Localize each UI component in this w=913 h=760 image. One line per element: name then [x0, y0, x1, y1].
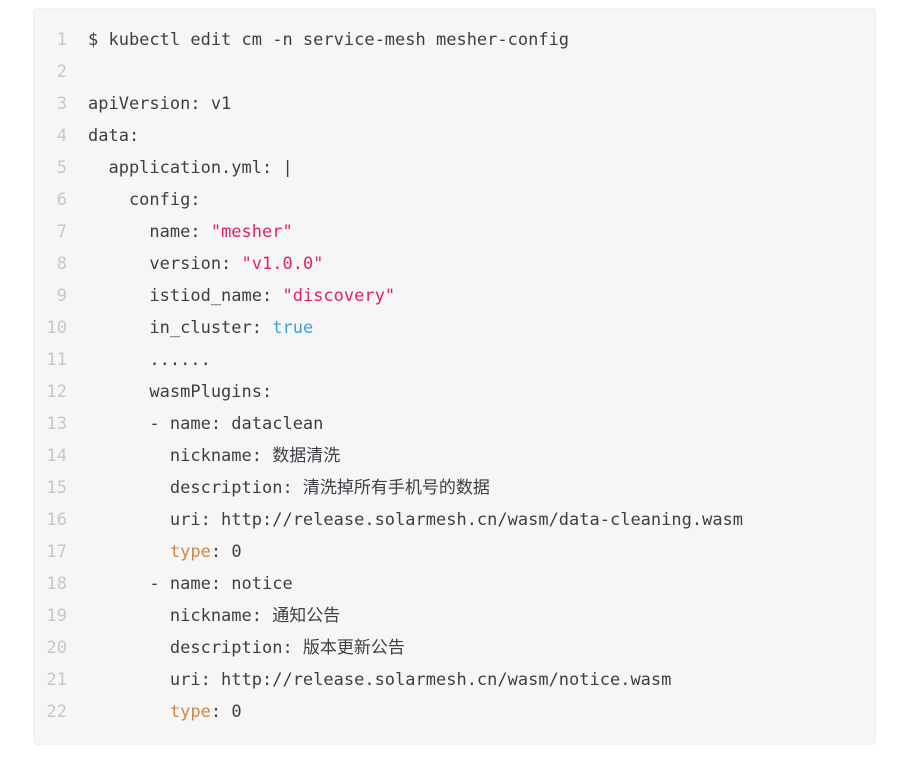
- line-number: 8: [56, 254, 67, 274]
- code-text: name: "mesher": [88, 216, 857, 248]
- code-text: type: 0: [88, 696, 857, 728]
- code-segment-plain: istiod_name:: [88, 286, 283, 306]
- code-text: description: 清洗掉所有手机号的数据: [88, 472, 857, 504]
- code-line: 4 data:: [42, 120, 857, 152]
- line-number: 16: [46, 510, 67, 530]
- code-segment-plain: description: 清洗掉所有手机号的数据: [88, 478, 490, 498]
- code-segment-plain: config:: [88, 190, 201, 210]
- code-text: uri: http://release.solarmesh.cn/wasm/da…: [88, 504, 857, 536]
- line-number: 6: [56, 190, 67, 210]
- code-segment-plain: uri: http://release.solarmesh.cn/wasm/da…: [88, 510, 744, 530]
- line-number: 20: [46, 638, 67, 658]
- code-segment-literal: true: [272, 318, 314, 338]
- code-segment-string: "discovery": [282, 286, 396, 306]
- line-number: 22: [46, 702, 67, 722]
- code-text: type: 0: [88, 536, 857, 568]
- code-line: 21 uri: http://release.solarmesh.cn/wasm…: [42, 664, 857, 696]
- code-segment-plain: : 0: [210, 542, 242, 562]
- code-line: 5 application.yml: |: [42, 152, 857, 184]
- code-segment-plain: apiVersion: v1: [88, 94, 232, 114]
- code-line: 17 type: 0: [42, 536, 857, 568]
- code-segment-plain: description: 版本更新公告: [88, 638, 405, 658]
- code-text: istiod_name: "discovery": [88, 280, 857, 312]
- line-number: 5: [56, 158, 67, 178]
- line-number: 13: [46, 414, 67, 434]
- line-number: 15: [46, 478, 67, 498]
- line-number: 3: [56, 94, 67, 114]
- code-line: 10 in_cluster: true: [42, 312, 857, 344]
- code-text: description: 版本更新公告: [88, 632, 857, 664]
- code-segment-plain: - name: dataclean: [88, 414, 324, 434]
- line-number: 21: [46, 670, 67, 690]
- code-segment-plain: ......: [88, 350, 211, 370]
- code-segment-plain: name:: [88, 222, 211, 242]
- code-line: 12 wasmPlugins:: [42, 376, 857, 408]
- code-text: - name: notice: [88, 568, 857, 600]
- code-segment-keyword: type: [169, 542, 211, 562]
- code-text: - name: dataclean: [88, 408, 857, 440]
- code-line: 2: [42, 56, 857, 88]
- line-number: 11: [46, 350, 67, 370]
- code-line: 16 uri: http://release.solarmesh.cn/wasm…: [42, 504, 857, 536]
- code-text: data:: [88, 120, 857, 152]
- code-segment-string: "mesher": [210, 222, 293, 242]
- code-line: 7 name: "mesher": [42, 216, 857, 248]
- code-line: 11 ......: [42, 344, 857, 376]
- code-text: config:: [88, 184, 857, 216]
- code-segment-plain: nickname: 数据清洗: [88, 446, 341, 466]
- code-segment-plain: wasmPlugins:: [88, 382, 273, 402]
- code-segment-keyword: type: [169, 702, 211, 722]
- code-line: 14 nickname: 数据清洗: [42, 440, 857, 472]
- code-segment-plain: nickname: 通知公告: [88, 606, 341, 626]
- code-block[interactable]: 1 $ kubectl edit cm -n service-mesh mesh…: [33, 8, 876, 745]
- code-line: 19 nickname: 通知公告: [42, 600, 857, 632]
- code-text: in_cluster: true: [88, 312, 857, 344]
- code-segment-string: "v1.0.0": [241, 254, 324, 274]
- code-text: version: "v1.0.0": [88, 248, 857, 280]
- line-number: 10: [46, 318, 67, 338]
- line-number: 18: [46, 574, 67, 594]
- line-number: 9: [56, 286, 67, 306]
- line-number: 4: [56, 126, 67, 146]
- code-segment-plain: [88, 542, 170, 562]
- code-line: 3 apiVersion: v1: [42, 88, 857, 120]
- code-line: 8 version: "v1.0.0": [42, 248, 857, 280]
- code-text: uri: http://release.solarmesh.cn/wasm/no…: [88, 664, 857, 696]
- code-segment-plain: data:: [88, 126, 140, 146]
- code-segment-plain: application.yml: |: [88, 158, 293, 178]
- code-text: application.yml: |: [88, 152, 857, 184]
- code-line: 1 $ kubectl edit cm -n service-mesh mesh…: [42, 24, 857, 56]
- line-number: 12: [46, 382, 67, 402]
- code-segment-plain: version:: [88, 254, 242, 274]
- code-line: 20 description: 版本更新公告: [42, 632, 857, 664]
- code-line: 18 - name: notice: [42, 568, 857, 600]
- code-segment-plain: [88, 702, 170, 722]
- code-segment-plain: $ kubectl edit cm -n service-mesh mesher…: [88, 30, 570, 50]
- line-number: 17: [46, 542, 67, 562]
- code-line: 13 - name: dataclean: [42, 408, 857, 440]
- line-number: 19: [46, 606, 67, 626]
- code-text: $ kubectl edit cm -n service-mesh mesher…: [88, 24, 857, 56]
- code-line: 6 config:: [42, 184, 857, 216]
- code-line: 9 istiod_name: "discovery": [42, 280, 857, 312]
- code-segment-plain: in_cluster:: [88, 318, 273, 338]
- code-segment-plain: - name: notice: [88, 574, 293, 594]
- code-line: 15 description: 清洗掉所有手机号的数据: [42, 472, 857, 504]
- code-text: nickname: 通知公告: [88, 600, 857, 632]
- line-number: 2: [56, 62, 67, 82]
- line-number: 1: [56, 30, 67, 50]
- code-text: nickname: 数据清洗: [88, 440, 857, 472]
- code-text: ......: [88, 344, 857, 376]
- line-number: 7: [56, 222, 67, 242]
- code-text: wasmPlugins:: [88, 376, 857, 408]
- code-segment-plain: uri: http://release.solarmesh.cn/wasm/no…: [88, 670, 672, 690]
- line-number: 14: [46, 446, 67, 466]
- code-text: apiVersion: v1: [88, 88, 857, 120]
- code-segment-plain: : 0: [210, 702, 242, 722]
- code-line: 22 type: 0: [42, 696, 857, 728]
